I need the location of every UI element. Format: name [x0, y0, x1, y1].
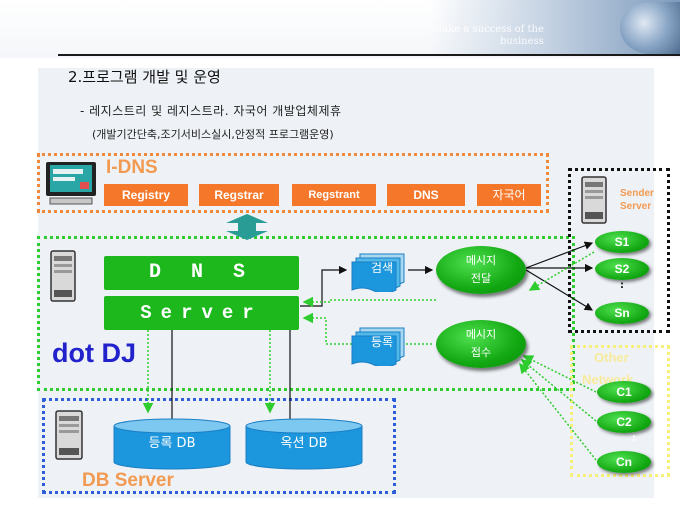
- slogan-line-1: Make a success of the: [432, 24, 544, 35]
- message-receive-node: 메시지 접수: [436, 320, 526, 368]
- up-down-arrow-icon: [226, 214, 268, 240]
- sender-node-s1: S1: [595, 231, 649, 253]
- message-send-node: 메시지 전달: [436, 246, 526, 294]
- registration-db-label: 등록 DB: [148, 436, 196, 451]
- sender-server-tower-icon: [581, 176, 607, 224]
- page-title: 2.프로그램 개발 및 운영: [68, 68, 221, 86]
- sender-node-s2: S2: [595, 258, 649, 280]
- page-note: (개발기간단축,조기서비스실시,안정적 프로그램운영): [92, 128, 334, 141]
- message-receive-line2: 접수: [470, 346, 492, 359]
- registrar-button[interactable]: Regstrar: [199, 184, 279, 206]
- client-node-c2: C2: [597, 411, 651, 433]
- sender-label-line2: Server: [620, 201, 652, 212]
- dns-button[interactable]: DNS: [387, 184, 465, 206]
- message-send-line1: 메시지: [465, 254, 497, 267]
- slogan-line-2: business: [500, 36, 544, 47]
- client-ellipsis: :: [632, 433, 636, 444]
- db-server-label: DB Server: [82, 470, 174, 491]
- client-node-c1: C1: [597, 381, 651, 403]
- register-document-icon: [351, 327, 405, 366]
- auction-db-label: 옥션 DB: [280, 436, 328, 451]
- dotdj-brand: dot DJ: [52, 338, 136, 368]
- message-receive-line1: 메시지: [465, 328, 497, 341]
- sender-ellipsis: :: [620, 280, 624, 291]
- banner-slogan: Make a success of the business: [432, 24, 592, 48]
- dns-module: D N S: [104, 256, 299, 290]
- sender-node-sn: Sn: [595, 302, 649, 324]
- idns-title: I-DNS: [106, 157, 158, 178]
- registry-button[interactable]: Registry: [104, 184, 188, 206]
- db-server-tower-icon: [55, 410, 83, 460]
- server-module: Server: [104, 296, 299, 330]
- globe-icon: [620, 2, 680, 54]
- auction-db-cylinder: [245, 418, 363, 470]
- page-subtitle: - 레지스트리 및 레지스트라. 자국어 개발업체제휴: [80, 104, 342, 118]
- sender-label-line1: Sender: [620, 188, 654, 199]
- search-document-icon: [351, 253, 405, 292]
- registrant-button[interactable]: Regstrant: [292, 184, 376, 206]
- monitor-icon: [46, 162, 96, 205]
- register-document-label: 등록: [371, 335, 394, 349]
- idns-group: [37, 153, 549, 213]
- registration-db-cylinder: [113, 418, 231, 470]
- native-language-button[interactable]: 자국어: [477, 184, 541, 206]
- other-label-line1: Other: [594, 350, 629, 365]
- banner-divider: [58, 54, 680, 56]
- search-document-label: 검색: [371, 261, 394, 275]
- dotdj-group: [37, 236, 575, 391]
- db-server-group: [42, 398, 396, 494]
- message-send-line2: 전달: [470, 272, 492, 285]
- server-tower-icon: [50, 250, 76, 302]
- client-node-cn: Cn: [597, 451, 651, 473]
